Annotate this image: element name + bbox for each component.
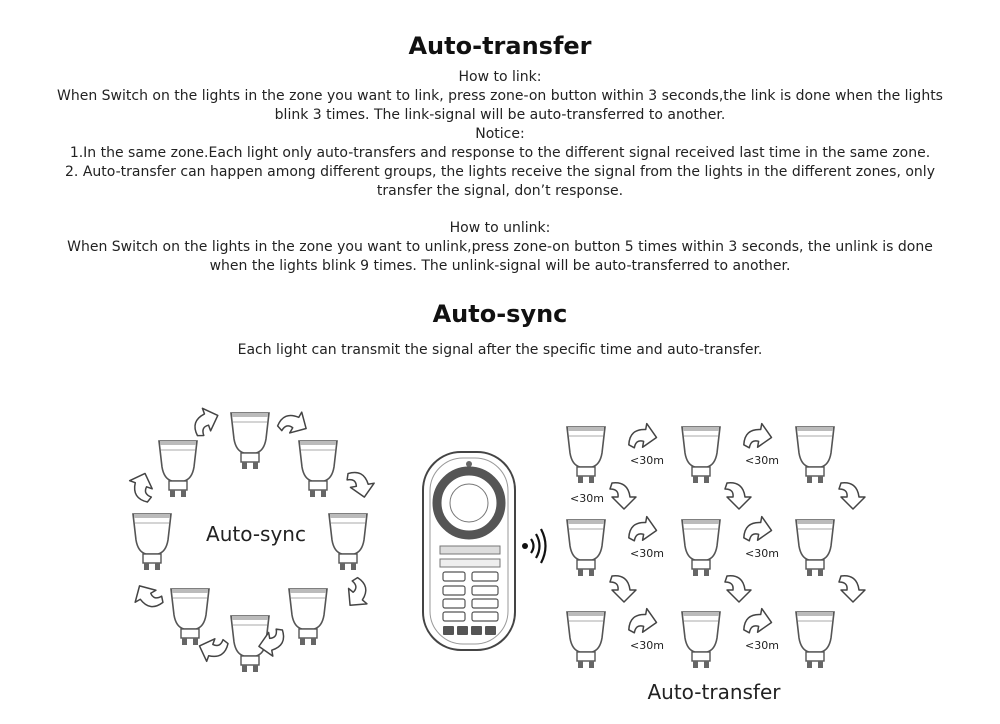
auto-transfer-instructions: How to link: When Switch on the lights i…: [0, 68, 1000, 276]
distance-label: <30m: [745, 547, 779, 560]
gu10-bulb-icon: [795, 611, 835, 669]
signal-waves-icon: [522, 528, 547, 564]
curved-arrow-icon: [724, 575, 752, 603]
notice-item-2-line1: 2. Auto-transfer can happen among differ…: [65, 164, 935, 180]
curved-arrow-icon: [194, 632, 230, 667]
gu10-bulb-icon: [795, 519, 835, 577]
gu10-bulb-icon: [566, 519, 606, 577]
curved-arrow-icon: [275, 404, 313, 442]
auto-sync-description: Each light can transmit the signal after…: [237, 342, 763, 358]
remote-control-icon: [422, 451, 516, 651]
notice-heading: Notice:: [475, 126, 525, 142]
distance-label: <30m: [745, 639, 779, 652]
auto-transfer-title: Auto-transfer: [408, 32, 592, 60]
curved-arrow-icon: [609, 482, 637, 510]
gu10-bulb-icon: [298, 440, 338, 498]
curved-arrow-icon: [627, 513, 660, 546]
curved-arrow-icon: [128, 578, 166, 616]
curved-arrow-icon: [742, 605, 775, 638]
gu10-bulb-icon: [170, 588, 210, 646]
curved-arrow-icon: [188, 403, 224, 439]
auto-sync-title: Auto-sync: [432, 300, 568, 328]
distance-label: <30m: [745, 454, 779, 467]
curved-arrow-icon: [338, 575, 377, 614]
distance-label: <30m: [630, 454, 664, 467]
auto-sync-circle-label: Auto-sync: [206, 522, 306, 546]
notice-item-1: 1.In the same zone.Each light only auto-…: [69, 145, 931, 161]
gu10-bulb-icon: [566, 611, 606, 669]
curved-arrow-icon: [627, 605, 660, 638]
gu10-bulb-icon: [566, 426, 606, 484]
link-heading: How to link:: [458, 69, 542, 85]
distance-label: <30m: [630, 639, 664, 652]
gu10-bulb-icon: [681, 426, 721, 484]
gu10-bulb-icon: [288, 588, 328, 646]
unlink-text-line2: when the lights blink 9 times. The unlin…: [209, 258, 791, 274]
notice-item-2-line2: transfer the signal, don’t response.: [376, 183, 624, 199]
curved-arrow-icon: [124, 468, 159, 504]
gu10-bulb-icon: [795, 426, 835, 484]
gu10-bulb-icon: [681, 519, 721, 577]
curved-arrow-icon: [742, 420, 775, 453]
unlink-text-line1: When Switch on the lights in the zone yo…: [67, 239, 933, 255]
gu10-bulb-icon: [132, 513, 172, 571]
unlink-heading: How to unlink:: [449, 220, 551, 236]
curved-arrow-icon: [838, 575, 866, 603]
link-text-line2: blink 3 times. The link-signal will be a…: [274, 107, 726, 123]
curved-arrow-icon: [724, 482, 752, 510]
link-text-line1: When Switch on the lights in the zone yo…: [57, 88, 943, 104]
gu10-bulb-icon: [158, 440, 198, 498]
gu10-bulb-icon: [230, 412, 270, 470]
curved-arrow-icon: [838, 482, 866, 510]
curved-arrow-icon: [627, 420, 660, 453]
curved-arrow-icon: [609, 575, 637, 603]
curved-arrow-icon: [345, 468, 377, 501]
gu10-bulb-icon: [328, 513, 368, 571]
distance-label: <30m: [630, 547, 664, 560]
curved-arrow-icon: [742, 513, 775, 546]
auto-transfer-grid: <30m <30m <30m <30m <30m <30m <30m: [566, 420, 866, 669]
distance-label: <30m: [570, 492, 604, 505]
auto-transfer-grid-label: Auto-transfer: [647, 680, 781, 704]
gu10-bulb-icon: [681, 611, 721, 669]
